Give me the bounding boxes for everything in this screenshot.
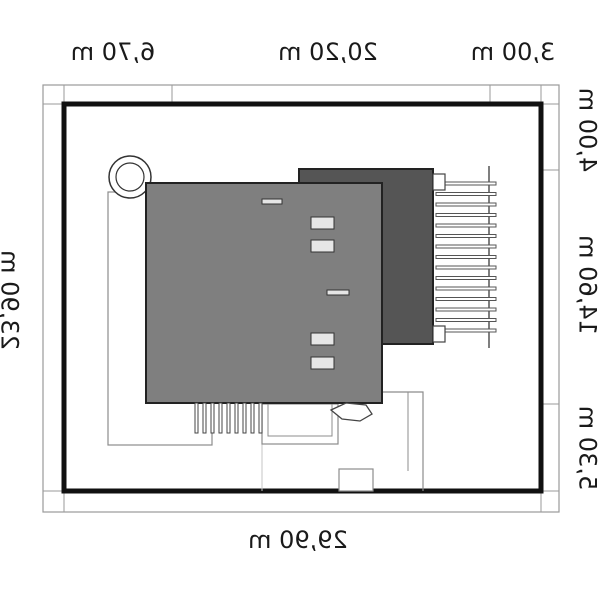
pergola-slat	[435, 223, 497, 228]
dim-left: 23,90 m	[0, 250, 24, 350]
pergola-slat	[435, 318, 497, 322]
dim-right-2: 14,60 m	[574, 235, 600, 335]
fence-bar	[250, 402, 255, 434]
pergola-slat	[435, 286, 497, 291]
fence-bar	[234, 402, 239, 434]
svg-text:14,60 m: 14,60 m	[574, 235, 600, 335]
pergola-slat	[435, 192, 497, 196]
fence-bar	[218, 402, 223, 434]
roof-window	[310, 332, 335, 346]
svg-text:3,00 m: 3,00 m	[471, 38, 555, 66]
fence-bar	[194, 402, 199, 434]
pergola-slat	[435, 202, 497, 207]
roof-window	[310, 356, 335, 370]
roof-window	[310, 239, 335, 253]
dim-top-3: 3,00 m	[471, 38, 555, 66]
tank-circle-inner	[115, 162, 145, 192]
roof-window	[326, 289, 350, 296]
svg-text:20,20 m: 20,20 m	[278, 38, 378, 66]
pergola-slat	[435, 234, 497, 238]
pergola-slats	[435, 181, 497, 333]
dim-top-2: 20,20 m	[278, 38, 378, 66]
roof-window	[261, 198, 283, 205]
fence-bar	[242, 402, 247, 434]
pergola-slat	[435, 244, 497, 249]
svg-text:5,30 m: 5,30 m	[574, 406, 600, 490]
fence-bar	[202, 402, 207, 434]
gate-box	[338, 468, 374, 492]
pergola-slat	[435, 297, 497, 301]
pergola	[435, 166, 497, 348]
pergola-slat	[435, 213, 497, 217]
entrance-step	[261, 403, 339, 445]
plot-boundary	[61, 101, 544, 494]
pergola-slat	[435, 255, 497, 259]
boulder	[329, 402, 373, 422]
svg-text:23,90 m: 23,90 m	[0, 250, 24, 350]
fence-bar	[226, 402, 231, 434]
pergola-slat	[435, 276, 497, 280]
fence-bar	[210, 402, 215, 434]
dim-right-1: 4,00 m	[574, 88, 600, 172]
front-fence	[194, 402, 263, 434]
svg-text:6,70 m: 6,70 m	[71, 38, 155, 66]
annex-connector-bottom	[432, 325, 446, 343]
pergola-slat	[435, 265, 497, 270]
dim-top-1: 6,70 m	[71, 38, 155, 66]
dim-bottom: 29,90 m	[248, 526, 348, 554]
dim-right-3: 5,30 m	[574, 406, 600, 490]
svg-text:4,00 m: 4,00 m	[574, 88, 600, 172]
path-outline-right	[381, 365, 424, 491]
roof-window	[310, 216, 335, 230]
outer-dimension-frame	[42, 84, 560, 513]
pergola-slat	[435, 307, 497, 312]
annex-connector-top	[432, 173, 446, 191]
fence-bar	[258, 402, 263, 434]
svg-text:29,90 m: 29,90 m	[248, 526, 348, 554]
